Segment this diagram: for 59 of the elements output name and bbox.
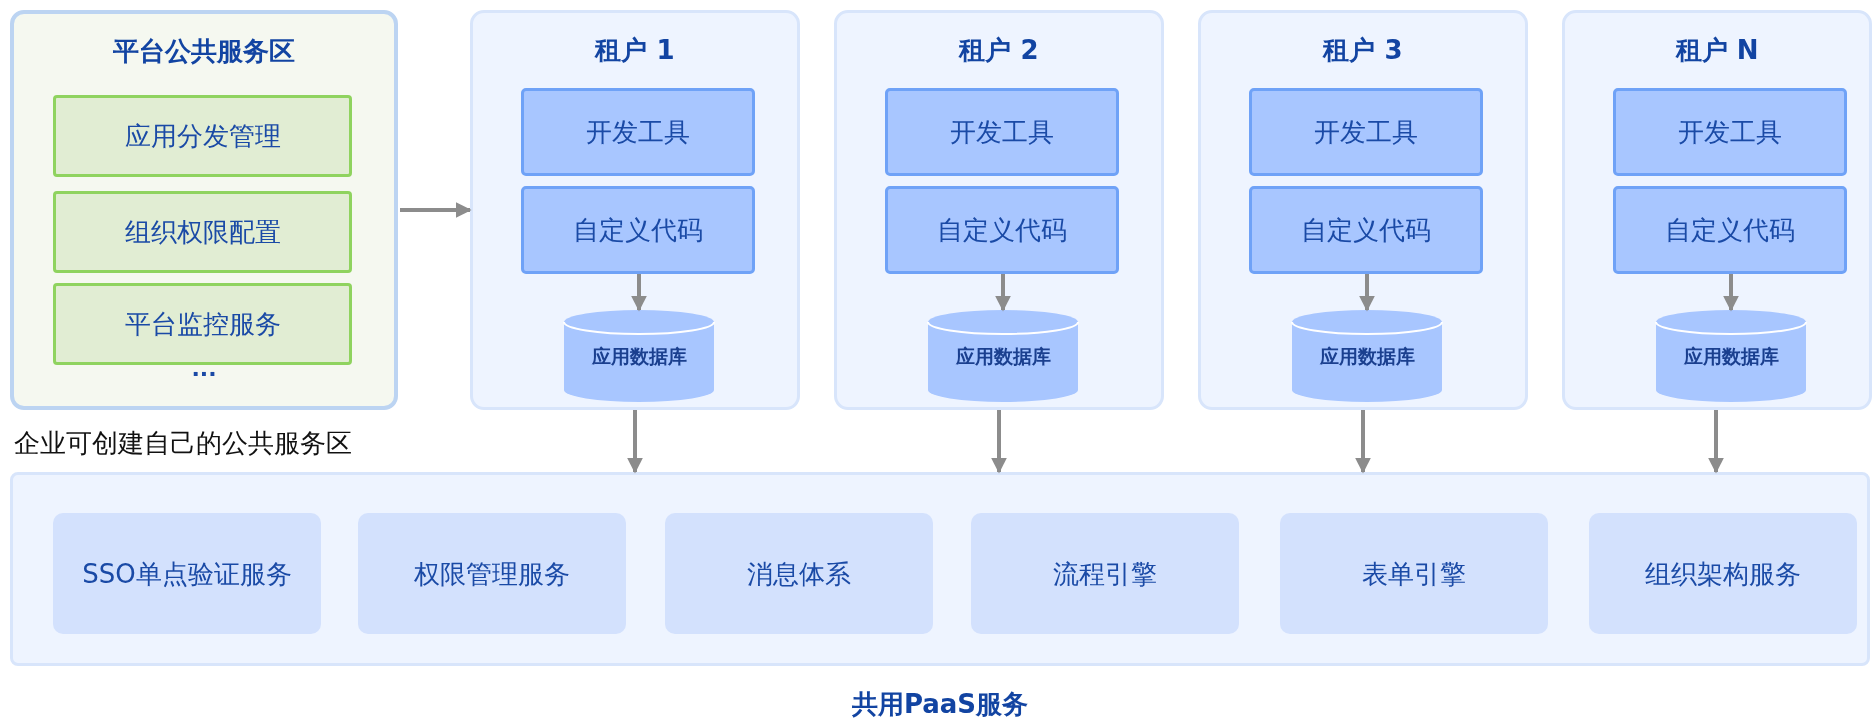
box-label: 表单引擎	[1361, 557, 1467, 590]
database-label: 应用数据库	[954, 344, 1052, 369]
box-label: 权限管理服务	[413, 557, 571, 590]
module-box	[1249, 88, 1483, 176]
box-label: 自定义代码	[1300, 213, 1432, 247]
tenant-panel	[1562, 10, 1872, 410]
service-box	[971, 513, 1239, 634]
service-box	[53, 513, 321, 634]
module-box	[885, 186, 1119, 274]
arrow	[1359, 274, 1375, 312]
arrow	[991, 410, 1007, 474]
box-label: 消息体系	[746, 557, 852, 590]
service-box	[53, 191, 352, 273]
box-label: 组织权限配置	[123, 215, 282, 249]
module-box	[1249, 186, 1483, 274]
arrow	[627, 410, 643, 474]
arrow	[400, 202, 472, 218]
tenant-panel	[470, 10, 800, 410]
module-box	[521, 186, 755, 274]
panel-title: 平台公共服务区	[112, 35, 296, 68]
module-box	[885, 88, 1119, 176]
service-box	[1589, 513, 1857, 634]
module-box	[1613, 186, 1847, 274]
module-box	[1613, 88, 1847, 176]
box-label: 开发工具	[1677, 115, 1783, 149]
box-label: 自定义代码	[1664, 213, 1796, 247]
tenant-panel	[834, 10, 1164, 410]
box-label: 组织架构服务	[1644, 557, 1802, 590]
panel-title: 共用PaaS服务	[850, 688, 1030, 721]
box-label: 自定义代码	[936, 213, 1068, 247]
box-label: 平台监控服务	[123, 307, 282, 341]
database-label: 应用数据库	[590, 344, 688, 369]
tenant-panel	[1198, 10, 1528, 410]
arrow	[1723, 274, 1739, 312]
box-label: SSO单点验证服务	[81, 557, 293, 590]
module-box	[521, 88, 755, 176]
service-box	[53, 95, 352, 177]
box-label: 应用分发管理	[123, 119, 282, 153]
panel-title: 租户 3	[1321, 34, 1404, 67]
box-label: 开发工具	[585, 115, 691, 149]
service-box	[53, 283, 352, 365]
arrow	[631, 274, 647, 312]
caption-text: 企业可创建自己的公共服务区	[14, 427, 352, 460]
arrow	[1355, 410, 1371, 474]
service-box	[358, 513, 626, 634]
service-box	[665, 513, 933, 634]
box-label: 开发工具	[1313, 115, 1419, 149]
ellipsis-text: ...	[190, 356, 218, 381]
panel-title: 租户 2	[957, 34, 1040, 67]
box-label: 开发工具	[949, 115, 1055, 149]
panel-title: 租户 N	[1674, 34, 1760, 67]
panel-title: 租户 1	[593, 34, 676, 67]
database-label: 应用数据库	[1682, 344, 1780, 369]
box-label: 自定义代码	[572, 213, 704, 247]
arrow	[995, 274, 1011, 312]
box-label: 流程引擎	[1052, 557, 1158, 590]
service-box	[1280, 513, 1548, 634]
database-label: 应用数据库	[1318, 344, 1416, 369]
arrow	[1708, 410, 1724, 474]
